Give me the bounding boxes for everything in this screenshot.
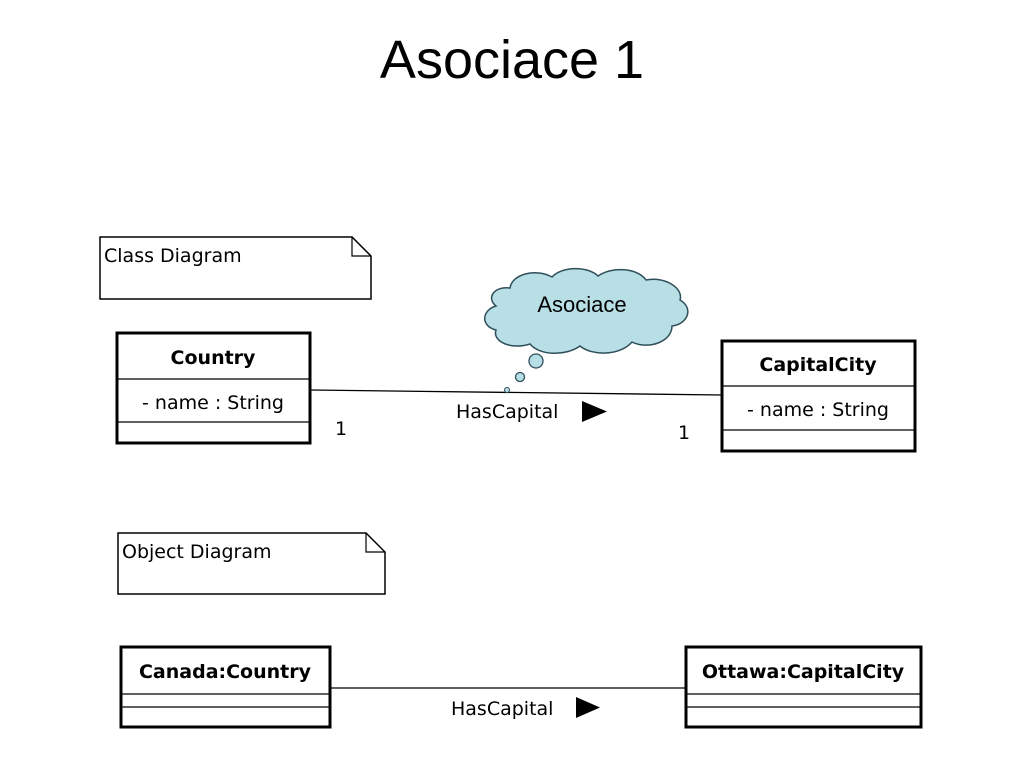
canada-country-object[interactable]: Canada:Country xyxy=(119,645,332,729)
association-label: HasCapital xyxy=(456,401,558,423)
capitalcity-class-name: CapitalCity xyxy=(759,354,877,376)
country-class[interactable]: Country - name : String xyxy=(115,331,312,445)
slide-title: Asociace 1 xyxy=(379,30,645,90)
callout-text: Asociace xyxy=(537,292,626,317)
class-diagram-note: Class Diagram xyxy=(99,236,372,300)
ottawa-capitalcity-object-name: Ottawa:CapitalCity xyxy=(702,661,905,683)
country-class-attribute: - name : String xyxy=(142,392,284,414)
class-diagram-note-label: Class Diagram xyxy=(104,245,242,267)
thought-dot-large xyxy=(528,353,544,369)
left-multiplicity: 1 xyxy=(335,418,347,440)
asociace-callout: Asociace xyxy=(484,267,689,393)
capitalcity-class-attribute: - name : String xyxy=(747,399,889,421)
right-multiplicity: 1 xyxy=(678,422,690,444)
cloud-shape xyxy=(484,267,689,354)
country-class-name: Country xyxy=(171,347,257,369)
right-triangle-icon xyxy=(576,697,600,718)
thought-dot-small xyxy=(504,387,510,393)
association-line xyxy=(309,389,723,396)
right-triangle-icon xyxy=(582,401,607,422)
object-diagram-note: Object Diagram xyxy=(117,532,386,595)
canada-country-object-name: Canada:Country xyxy=(139,661,312,683)
capitalcity-class[interactable]: CapitalCity - name : String xyxy=(720,339,917,453)
link-label: HasCapital xyxy=(451,698,553,720)
thought-dot-medium xyxy=(514,371,526,383)
object-diagram-note-label: Object Diagram xyxy=(122,541,272,563)
ottawa-capitalcity-object[interactable]: Ottawa:CapitalCity xyxy=(684,645,923,729)
